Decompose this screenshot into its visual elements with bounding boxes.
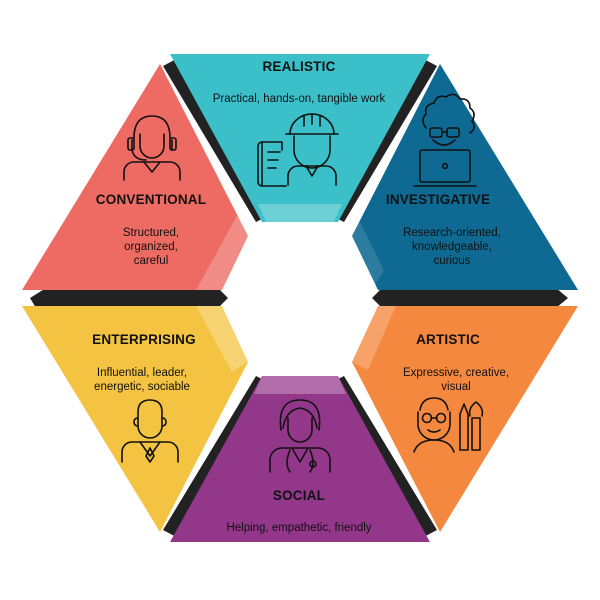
desc-enterprising-line-2: energetic, sociable — [94, 381, 190, 393]
researcher-laptop-icon — [413, 93, 477, 187]
businessman-icon — [121, 399, 179, 463]
title-artistic: ARTISTIC — [416, 332, 480, 347]
desc-social-line-1: Helping, empathetic, friendly — [226, 522, 371, 534]
separator-right — [372, 288, 568, 308]
highlight-artistic — [352, 306, 396, 370]
title-investigative: INVESTIGATIVE — [386, 192, 490, 207]
segment-investigative — [352, 64, 578, 290]
desc-realistic-line-1: Practical, hands-on, tangible work — [213, 93, 386, 105]
segment-realistic — [170, 54, 430, 222]
center-hexagon — [228, 222, 372, 376]
artist-icon — [413, 397, 484, 453]
doctor-icon — [269, 399, 331, 473]
desc-investigative-line-2: knowledgeable, — [412, 241, 492, 253]
highlight-realistic — [258, 204, 342, 222]
segment-artistic — [352, 306, 578, 532]
desc-conventional-line-1: Structured, — [123, 227, 179, 239]
title-conventional: CONVENTIONAL — [96, 192, 206, 207]
desc-investigative-line-3: curious — [433, 255, 470, 267]
title-realistic: REALISTIC — [262, 59, 335, 74]
title-enterprising: ENTERPRISING — [92, 332, 196, 347]
segment-conventional — [22, 64, 248, 290]
desc-investigative-line-1: Research-oriented, — [403, 227, 501, 239]
title-social: SOCIAL — [273, 488, 325, 503]
desc-enterprising-line-1: Influential, leader, — [97, 367, 187, 379]
highlight-investigative — [344, 222, 384, 290]
segment-social — [170, 376, 430, 542]
desc-conventional-line-3: careful — [134, 255, 169, 267]
desc-conventional-line-2: organized, — [124, 241, 178, 253]
highlight-conventional — [196, 214, 256, 290]
segment-investigative-content: INVESTIGATIVE Research-oriented, knowled… — [386, 93, 501, 267]
segment-highlights — [196, 204, 396, 394]
segment-social-content: SOCIAL Helping, empathetic, friendly — [226, 399, 372, 534]
segment-conventional-content: CONVENTIONAL Structured, organized, care… — [96, 115, 206, 267]
separator-left — [30, 288, 228, 308]
desc-artistic-line-1: Expressive, creative, — [403, 367, 509, 379]
segment-realistic-content: REALISTIC Practical, hands-on, tangible … — [213, 59, 386, 187]
segment-artistic-content: ARTISTIC Expressive, creative, visual — [403, 332, 509, 453]
support-agent-icon — [123, 115, 181, 181]
desc-artistic-line-2: visual — [441, 381, 470, 393]
segment-triangles — [22, 54, 578, 542]
segment-enterprising-content: ENTERPRISING Influential, leader, energe… — [92, 332, 196, 463]
engineer-icon — [257, 113, 339, 187]
highlight-enterprising — [196, 306, 250, 372]
highlight-social — [254, 376, 346, 394]
